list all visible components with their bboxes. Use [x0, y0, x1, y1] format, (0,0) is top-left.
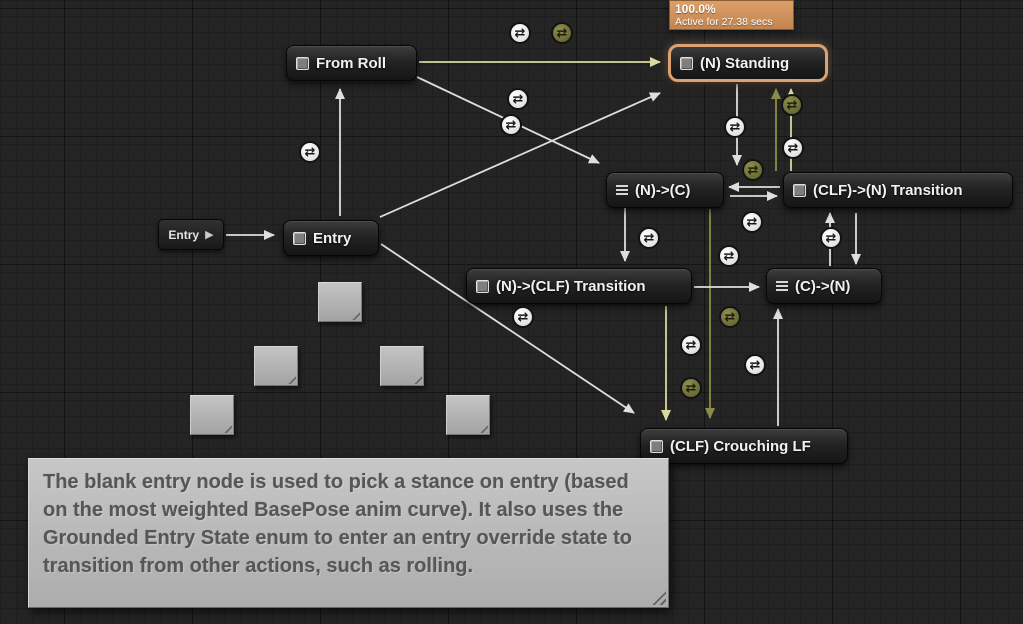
state-node-n-standing-active[interactable]: (N) Standing: [668, 44, 828, 82]
state-node-label: (N)->(CLF) Transition: [496, 277, 646, 295]
transition-rule-icon[interactable]: ⇄: [512, 306, 534, 328]
transition-arrows-glyph: ⇄: [304, 144, 316, 160]
collapsed-node-box[interactable]: [380, 346, 424, 386]
transition-arrows-glyph: ⇄: [512, 91, 524, 107]
state-icon: [476, 279, 489, 293]
comment-tooltip: The blank entry node is used to pick a s…: [28, 458, 669, 608]
collapsed-node-box[interactable]: [254, 346, 298, 386]
state-node-clf-to-n-transition[interactable]: (CLF)->(N) Transition: [783, 172, 1013, 208]
state-icon: [296, 56, 309, 70]
state-node-label: From Roll: [316, 54, 386, 72]
transition-rule-icon-inactive[interactable]: ⇄: [680, 377, 702, 399]
comment-text: The blank entry node is used to pick a s…: [43, 471, 633, 577]
transition-rule-icon[interactable]: ⇄: [299, 141, 321, 163]
resize-grip-icon[interactable]: [652, 591, 666, 605]
state-icon: [793, 183, 806, 197]
transition-arrows-glyph: ⇄: [514, 25, 526, 41]
state-node-label: (N)->(C): [635, 181, 691, 199]
entry-marker[interactable]: Entry ▶: [158, 219, 224, 250]
transition-arrows-glyph: ⇄: [787, 140, 799, 156]
transition-arrows-glyph: ⇄: [556, 25, 568, 41]
transition-arrows-glyph: ⇄: [723, 248, 735, 264]
active-weight: 100.0%: [675, 2, 716, 16]
transition-rule-icon[interactable]: ⇄: [638, 227, 660, 249]
state-icon: [680, 56, 693, 70]
state-icon: [293, 231, 306, 245]
state-node-label: (C)->(N): [795, 277, 851, 295]
transition-rule-icon[interactable]: ⇄: [782, 137, 804, 159]
state-icon: [650, 439, 663, 453]
transition-rule-icon-inactive[interactable]: ⇄: [551, 22, 573, 44]
state-node-label: (N) Standing: [700, 54, 790, 72]
transition-rule-icon[interactable]: ⇄: [744, 354, 766, 376]
state-node-from-roll[interactable]: From Roll: [286, 45, 417, 81]
transition-rule-icon[interactable]: ⇄: [509, 22, 531, 44]
transition-arrows-glyph: ⇄: [786, 97, 798, 113]
transition-rule-icon-inactive[interactable]: ⇄: [719, 306, 741, 328]
entry-play-icon: ▶: [205, 228, 214, 241]
transition-rule-icon[interactable]: ⇄: [718, 245, 740, 267]
active-state-tooltip: 100.0% Active for 27.38 secs: [669, 0, 794, 30]
collapsed-node-box[interactable]: [318, 282, 362, 322]
conduit-icon: [776, 281, 788, 291]
collapsed-node-box[interactable]: [190, 395, 234, 435]
transition-rule-icon-inactive[interactable]: ⇄: [781, 94, 803, 116]
state-node-label: Entry: [313, 229, 352, 247]
transition-rule-icon[interactable]: ⇄: [507, 88, 529, 110]
transition-arrows-glyph: ⇄: [747, 162, 759, 178]
transition-arrows-glyph: ⇄: [685, 380, 697, 396]
transition-arrows-glyph: ⇄: [724, 309, 736, 325]
state-node-n-to-clf-transition[interactable]: (N)->(CLF) Transition: [466, 268, 692, 304]
entry-marker-label: Entry: [168, 227, 200, 242]
conduit-icon: [616, 185, 628, 195]
collapsed-node-box[interactable]: [446, 395, 490, 435]
transition-rule-icon[interactable]: ⇄: [820, 227, 842, 249]
state-node-label: (CLF) Crouching LF: [670, 437, 811, 455]
transition-arrows-glyph: ⇄: [517, 309, 529, 325]
state-node-clf-crouching-lf[interactable]: (CLF) Crouching LF: [640, 428, 848, 464]
state-node-entry[interactable]: Entry: [283, 220, 379, 256]
transition-arrows-glyph: ⇄: [825, 230, 837, 246]
transition-arrows-glyph: ⇄: [729, 119, 741, 135]
transition-rule-icon-inactive[interactable]: ⇄: [742, 159, 764, 181]
conduit-node-n-to-c[interactable]: (N)->(C): [606, 172, 724, 208]
transition-arrows-glyph: ⇄: [685, 337, 697, 353]
transition-arrows-glyph: ⇄: [643, 230, 655, 246]
transition-rule-icon[interactable]: ⇄: [680, 334, 702, 356]
state-node-label: (CLF)->(N) Transition: [813, 181, 963, 199]
transition-arrows-glyph: ⇄: [749, 357, 761, 373]
transition-rule-icon[interactable]: ⇄: [741, 211, 763, 233]
transition-arrows-glyph: ⇄: [505, 117, 517, 133]
transition-rule-icon[interactable]: ⇄: [724, 116, 746, 138]
transition-rule-icon[interactable]: ⇄: [500, 114, 522, 136]
active-duration: Active for 27.38 secs: [675, 16, 773, 28]
conduit-node-c-to-n[interactable]: (C)->(N): [766, 268, 882, 304]
transition-arrows-glyph: ⇄: [746, 214, 758, 230]
